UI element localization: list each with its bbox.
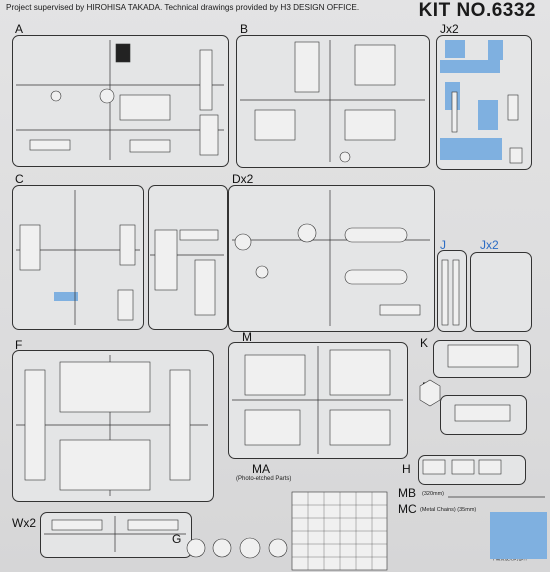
credit-line: Project supervised by HIROHISA TAKADA. T…	[6, 3, 360, 12]
sprue-a-label: A	[15, 22, 24, 36]
sprue-mb-sublabel: (320mm)	[422, 491, 445, 497]
sprue-ma-sublabel: (Photo-etched Parts)	[236, 476, 292, 482]
sprue-w-frame	[40, 512, 192, 558]
sprue-k-label: K	[420, 336, 429, 350]
sprue-g-label: G	[172, 532, 182, 546]
sprue-h-label: H	[402, 462, 411, 476]
sprue-f-label: F	[15, 338, 23, 352]
sprue-m-label: M	[242, 330, 252, 344]
sprue-w-label: Wx2	[12, 516, 36, 530]
sprue-j-label: J	[440, 238, 446, 252]
sprue-j-x2-frame	[470, 252, 532, 332]
sprue-d-label: Dx2	[232, 172, 254, 186]
photo-etch-grid	[292, 492, 387, 570]
sprue-mc-sublabel: (Metal Chains) (35mm)	[420, 507, 477, 513]
sprue-mb-label: MB	[398, 486, 416, 500]
sprue-b-label: B	[240, 22, 249, 36]
sprue-b-frame	[236, 35, 430, 168]
sprue-ma-label: MA	[252, 462, 270, 476]
sprue-mc-label: MC	[398, 502, 417, 516]
part-outlines	[19, 41, 523, 571]
sprue-j-x2-label: Jx2	[480, 238, 499, 252]
kit-number: KIT NO.6332	[418, 0, 536, 21]
sprue-j-top-label: Jx2	[440, 22, 459, 36]
sprue-c-label: C	[15, 172, 24, 186]
